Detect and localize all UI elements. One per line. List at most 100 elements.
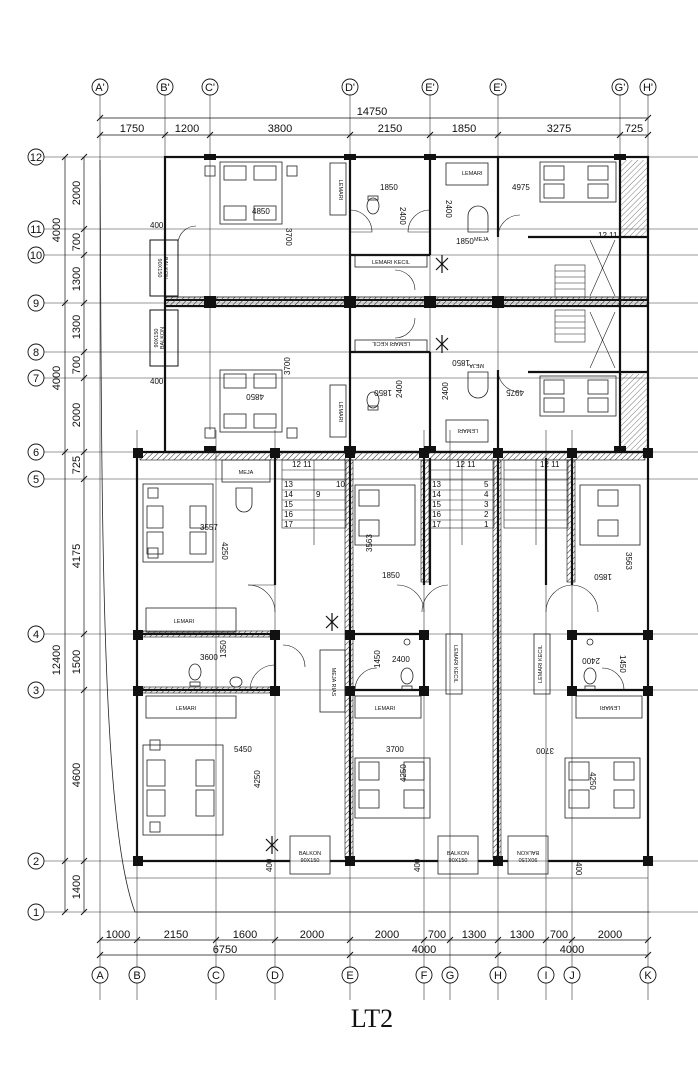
room-dimension: 3600 <box>200 653 218 662</box>
grid-label: J <box>569 970 575 982</box>
grid-bubble-row-6: 6 <box>27 443 45 461</box>
bottom-grid-bubbles: A B C D E F G H I J K <box>91 966 657 984</box>
left-dimension-ticks <box>61 153 88 916</box>
furniture <box>145 459 643 875</box>
upper-stairs <box>554 239 616 369</box>
room-dimension: 2400 <box>395 380 404 398</box>
stair-number: 12 11 <box>598 231 618 240</box>
grid-label: A <box>96 970 104 982</box>
grid-label: 12 <box>30 152 42 164</box>
bed-icon <box>539 375 617 417</box>
room-dimension: 1850 <box>382 571 400 580</box>
bed-icon <box>204 369 298 439</box>
balkon-label: BALKON <box>299 851 321 857</box>
lemari-kecil-label: LEMARI KECIL <box>372 340 410 346</box>
dimension-text: 1750 <box>120 123 144 135</box>
room-dimension: 3563 <box>624 552 633 570</box>
bed-icon <box>354 484 416 546</box>
dimension-text: 2000 <box>300 929 324 941</box>
grid-bubble-row-5: 5 <box>27 470 45 488</box>
bed-icon <box>564 757 641 819</box>
grid-bubble-bottom-i: I <box>537 966 555 984</box>
dimension-text: 4000 <box>412 944 436 956</box>
balkon-label: BALKON <box>160 327 166 349</box>
room-dimension: 3563 <box>365 534 374 552</box>
stair-numbers: 12 11 12 11 12 11 13 14 15 16 17 10 9 13… <box>284 460 560 529</box>
dimension-text: 700 <box>550 929 568 941</box>
grid-label: 3 <box>33 685 39 697</box>
dimension-text: 4600 <box>71 763 83 787</box>
lemari-label: LEMARI <box>457 427 478 433</box>
dimension-text: 2000 <box>375 929 399 941</box>
balkon-label: BALKON <box>447 851 469 857</box>
room-dimension: 1850 <box>452 358 470 367</box>
upper-room-dimensions: 4850 1850 2400 2400 3700 4975 1850 MEJA … <box>150 183 618 401</box>
dimension-text: 1000 <box>106 929 130 941</box>
grid-bubble-row-3: 3 <box>27 681 45 699</box>
room-dimension: 4975 <box>512 183 530 192</box>
grid-bubble-top-1: A' <box>91 78 109 96</box>
dimension-text: 2000 <box>598 929 622 941</box>
dimension-text: 1300 <box>71 315 83 339</box>
grid-label: E <box>346 970 353 982</box>
bed-icon <box>539 161 617 203</box>
dimension-text: 700 <box>71 356 83 374</box>
grid-label: H' <box>643 82 653 94</box>
room-dimension: 1850 <box>374 388 392 397</box>
row-grid-bubbles: 12 11 10 9 8 7 6 5 4 3 2 1 <box>27 148 45 921</box>
meja-label: MEJA <box>474 237 489 243</box>
grid-label: 1 <box>33 907 39 919</box>
room-dimension: 400 <box>150 221 164 230</box>
dimension-text: 700 <box>428 929 446 941</box>
grid-bubble-row-1: 1 <box>27 903 45 921</box>
dimension-text: 1500 <box>71 650 83 674</box>
grid-bubble-row-12: 12 <box>27 148 45 166</box>
grid-bubble-top-7: G' <box>611 78 629 96</box>
balkon-size-label: 90X150 <box>301 858 320 864</box>
grid-label: C' <box>205 82 215 94</box>
wardrobe-box <box>329 162 489 443</box>
balkon-size-label: 90X150 <box>154 329 160 348</box>
grid-bubble-bottom-e: E <box>341 966 359 984</box>
toilet-icon <box>188 638 597 691</box>
lemari-label: LEMARI <box>174 619 195 625</box>
balkon-size-label: 90X150 <box>519 856 538 862</box>
grid-label: 4 <box>33 629 39 641</box>
room-dimension: 1350 <box>219 640 228 658</box>
dimension-text: 1850 <box>452 123 476 135</box>
room-dimension: 2400 <box>441 382 450 400</box>
dimension-text: 4000 <box>51 366 63 390</box>
grid-label: E' <box>425 82 434 94</box>
grid-label: 8 <box>33 347 39 359</box>
bottom-dimension-ticks <box>96 936 652 959</box>
room-dimension: 3700 <box>536 746 554 755</box>
meja-label: MEJA <box>239 470 254 476</box>
top-grid-bubbles: A' B' C' D' E' E' G' H' <box>91 78 657 96</box>
grid-bubble-row-7: 7 <box>27 369 45 387</box>
door-swings <box>177 209 521 393</box>
lower-stairs <box>281 459 569 545</box>
grid-label: H <box>494 970 502 982</box>
drawing-title: LT2 <box>351 1004 393 1033</box>
dimension-text: 4000 <box>51 218 63 242</box>
grid-bubble-bottom-j: J <box>563 966 581 984</box>
toilet-icon <box>366 195 489 411</box>
door-swings <box>247 584 625 691</box>
room-dimension: 4250 <box>399 764 408 782</box>
stair-number: 12 11 <box>456 460 476 469</box>
grid-label: G' <box>615 82 626 94</box>
room-dimension: 4850 <box>252 207 270 216</box>
dimension-text: 2000 <box>71 403 83 427</box>
grid-label: 2 <box>33 856 39 868</box>
room-dimension: 2400 <box>444 200 453 218</box>
grid-label: K <box>644 970 652 982</box>
grid-bubble-bottom-b: B <box>128 966 146 984</box>
meja-rias-label: MEJA RIAS <box>330 668 336 697</box>
grid-bubble-row-4: 4 <box>27 625 45 643</box>
room-dimension: 1450 <box>618 655 627 673</box>
dimension-text: 1300 <box>71 267 83 291</box>
room-dimension: 1850 <box>456 237 474 246</box>
site-boundary-curve <box>99 159 650 913</box>
lemari-label: LEMARI <box>375 706 396 712</box>
top-dimension-lines <box>100 117 648 136</box>
